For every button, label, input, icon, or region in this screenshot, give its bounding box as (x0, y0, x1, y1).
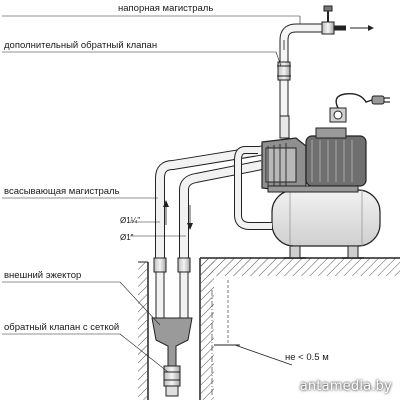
watermark: antamedia.by (299, 379, 392, 394)
label-extra-check-valve: дополнительный обратный клапан (4, 40, 158, 51)
label-check-valve-strainer: обратный клапан с сеткой (4, 322, 120, 333)
pressure-pipe (277, 5, 374, 120)
suction-pipes (130, 145, 266, 273)
depth-marker (211, 280, 293, 395)
label-pressure-line: напорная магистраль (118, 3, 214, 14)
leader-lines (2, 15, 301, 373)
pressure-tank (234, 146, 381, 259)
well-pipes (151, 271, 193, 397)
label-suction-line: всасывающая магистраль (4, 186, 120, 197)
pump (261, 92, 390, 193)
label-max-depth: не < 0.5 м (285, 352, 329, 363)
label-pipe-diameter-a: Ø1¼" (120, 216, 141, 225)
label-pipe-diameter-b: Ø1" (120, 233, 134, 242)
label-external-ejector: внешний эжектор (4, 270, 82, 281)
ground (138, 257, 400, 400)
